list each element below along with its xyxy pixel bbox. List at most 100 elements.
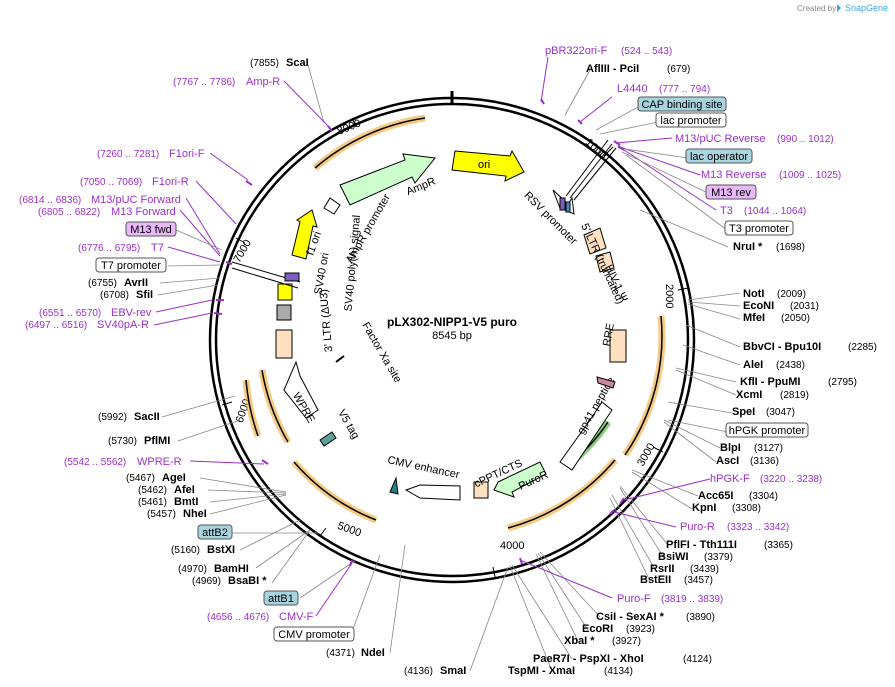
svg-text:BsiWI: BsiWI	[658, 551, 689, 563]
site-bsiwi[interactable]: BsiWI (3379)	[658, 551, 733, 563]
svg-text:(3890): (3890)	[686, 612, 715, 623]
site-bsteii[interactable]: BstEII (3457)	[640, 574, 713, 586]
site-acc65i[interactable]: Acc65I (3304)	[698, 490, 778, 502]
site-mfei[interactable]: MfeI (2050)	[743, 312, 810, 324]
site-ecori[interactable]: EcoRI (3923)	[582, 623, 655, 635]
site-afliii[interactable]: AflIII - PciI (679)	[586, 63, 690, 75]
sv40ori-feature	[277, 283, 293, 301]
svg-text:(679): (679)	[667, 64, 690, 75]
box-t7-promoter[interactable]: T7 promoter	[95, 257, 167, 273]
primer-t7[interactable]: (6776 .. 6795) T7	[78, 242, 164, 254]
ltr5-feature	[583, 227, 607, 255]
primer-puro-f[interactable]: Puro-F (3819 .. 3839)	[617, 593, 723, 605]
box-m13-fwd[interactable]: M13 fwd	[125, 221, 177, 237]
svg-text:AscI: AscI	[716, 455, 739, 467]
ori-label: ori	[478, 159, 490, 171]
svg-text:(2285): (2285)	[848, 342, 877, 353]
site-paer7i[interactable]: PaeR7I - PspXI - XhoI (4124)	[533, 653, 712, 665]
svg-text:(4124): (4124)	[683, 654, 712, 665]
site-nrui[interactable]: NruI * (1698)	[733, 241, 805, 253]
svg-text:BamHI: BamHI	[214, 563, 249, 575]
primer-m13-reverse[interactable]: M13 Reverse (1009 .. 1025)	[701, 169, 841, 181]
site-sfii[interactable]: (6708) SfiI	[100, 289, 153, 301]
site-econi[interactable]: EcoNI (2031)	[743, 300, 819, 312]
svg-text:(2819): (2819)	[780, 390, 809, 401]
primer-amp-r[interactable]: (7767 .. 7786) Amp-R	[173, 76, 280, 88]
site-bamhi[interactable]: (4970) BamHI	[178, 563, 249, 575]
svg-text:(5457): (5457)	[147, 509, 176, 520]
site-sacii[interactable]: (5992) SacII	[98, 411, 160, 423]
primer-cmv-f[interactable]: (4656 .. 4676) CMV-F	[207, 611, 314, 623]
site-noti[interactable]: NotI (2009)	[743, 288, 806, 300]
site-agei[interactable]: (5467) AgeI	[126, 472, 186, 484]
svg-text:(3365): (3365)	[764, 540, 793, 551]
site-nhei[interactable]: (5457) NheI	[147, 508, 207, 520]
box-attb2[interactable]: attB2	[197, 524, 233, 540]
site-bsabi[interactable]: (4969) BsaBI *	[192, 575, 267, 587]
site-afei[interactable]: (5462) AfeI	[138, 484, 195, 496]
primer-t3[interactable]: T3 (1044 .. 1064)	[720, 205, 806, 217]
svg-text:lac operator: lac operator	[690, 151, 748, 163]
svg-text:(6551 .. 6570): (6551 .. 6570)	[39, 308, 101, 319]
primer-hpgk-f[interactable]: hPGK-F (3220 .. 3238)	[710, 473, 822, 485]
primer-f1ori-f[interactable]: (7260 .. 7281) F1ori-F	[97, 148, 205, 160]
svg-text:(1009 .. 1025): (1009 .. 1025)	[779, 170, 841, 181]
svg-text:BlpI: BlpI	[720, 442, 741, 454]
site-scai[interactable]: (7855) ScaI	[250, 57, 309, 69]
site-csii[interactable]: CsiI - SexAI * (3890)	[596, 611, 715, 623]
site-spei[interactable]: SpeI (3047)	[732, 406, 795, 418]
site-rsrii[interactable]: RsrII (3439)	[650, 563, 719, 575]
site-bstxi[interactable]: (5160) BstXI	[171, 544, 235, 556]
primer-f1ori-r[interactable]: (7050 .. 7069) F1ori-R	[80, 176, 189, 188]
svg-text:BmtI: BmtI	[174, 496, 198, 508]
svg-text:(6755): (6755)	[88, 278, 117, 289]
svg-text:XcmI: XcmI	[736, 389, 762, 401]
site-ndei[interactable]: (4371) NdeI	[326, 647, 385, 659]
primer-m13-forward[interactable]: (6805 .. 6822) M13 Forward	[38, 206, 176, 218]
primer-wpre-r[interactable]: (5542 .. 5562) WPRE-R	[64, 456, 182, 468]
site-avrii[interactable]: (6755) AvrII	[88, 277, 148, 289]
site-xbai[interactable]: XbaI * (3927)	[564, 635, 641, 647]
site-pflfi[interactable]: PflFI - Tth111I (3365)	[666, 539, 793, 551]
primer-l4440[interactable]: L4440 (777 .. 794)	[617, 83, 710, 95]
box-attb1[interactable]: attB1	[263, 590, 299, 606]
svg-text:PflFI - Tth111I: PflFI - Tth111I	[666, 539, 737, 551]
svg-text:(990 .. 1012): (990 .. 1012)	[777, 134, 834, 145]
box-cmv-promoter[interactable]: CMV promoter	[273, 626, 355, 642]
svg-text:(7855): (7855)	[250, 58, 279, 69]
primer-puro-r[interactable]: Puro-R (3323 .. 3342)	[680, 521, 789, 533]
site-alei[interactable]: AleI (2438)	[743, 359, 805, 371]
svg-text:7000: 7000	[231, 238, 254, 265]
svg-text:(6805 .. 6822): (6805 .. 6822)	[38, 207, 100, 218]
puror-feature	[493, 461, 547, 498]
site-kfli[interactable]: KflI - PpuMI (2795)	[740, 376, 857, 388]
primer-pbr322[interactable]: pBR322ori-F (524 .. 543)	[545, 45, 672, 57]
site-bbvci[interactable]: BbvCI - Bpu10I (2285)	[743, 341, 877, 353]
box-m13-rev[interactable]: M13 rev	[705, 184, 757, 200]
svg-text:(5467): (5467)	[126, 473, 155, 484]
site-xcmi[interactable]: XcmI (2819)	[736, 389, 809, 401]
site-pflmi[interactable]: (5730) PflMI	[108, 435, 170, 447]
plasmid-name: pLX302-NIPP1-V5 puro	[387, 315, 517, 329]
box-t3-promoter[interactable]: T3 promoter	[724, 220, 794, 236]
box-lac-promoter[interactable]: lac promoter	[655, 112, 727, 128]
site-tspmi[interactable]: TspMI - XmaI (4134)	[508, 665, 633, 677]
box-hpgk-promoter[interactable]: hPGK promoter	[725, 422, 809, 438]
svg-text:Puro-R: Puro-R	[680, 521, 715, 533]
primer-m13puc-fwd[interactable]: (6814 .. 6836) M13/pUC Forward	[19, 194, 181, 206]
box-lac-operator[interactable]: lac operator	[685, 148, 753, 164]
svg-text:2000: 2000	[663, 284, 675, 308]
site-bmti[interactable]: (5461) BmtI	[138, 496, 198, 508]
site-blpi[interactable]: BlpI (3127)	[720, 442, 783, 454]
primer-sv40pa-r[interactable]: (6497 .. 6516) SV40pA-R	[25, 319, 149, 331]
promoter-cluster	[552, 189, 575, 215]
svg-text:WPRE-R: WPRE-R	[137, 456, 182, 468]
box-cap-binding-site[interactable]: CAP binding site	[637, 96, 727, 112]
svg-text:F1ori-R: F1ori-R	[152, 176, 189, 188]
site-asci[interactable]: AscI (3136)	[716, 455, 779, 467]
primer-ebv-rev[interactable]: (6551 .. 6570) EBV-rev	[39, 307, 152, 319]
site-smai[interactable]: (4136) SmaI	[404, 665, 466, 677]
site-kpni[interactable]: KpnI (3308)	[692, 502, 761, 514]
primer-m13puc-rev[interactable]: M13/pUC Reverse (990 .. 1012)	[675, 133, 834, 145]
